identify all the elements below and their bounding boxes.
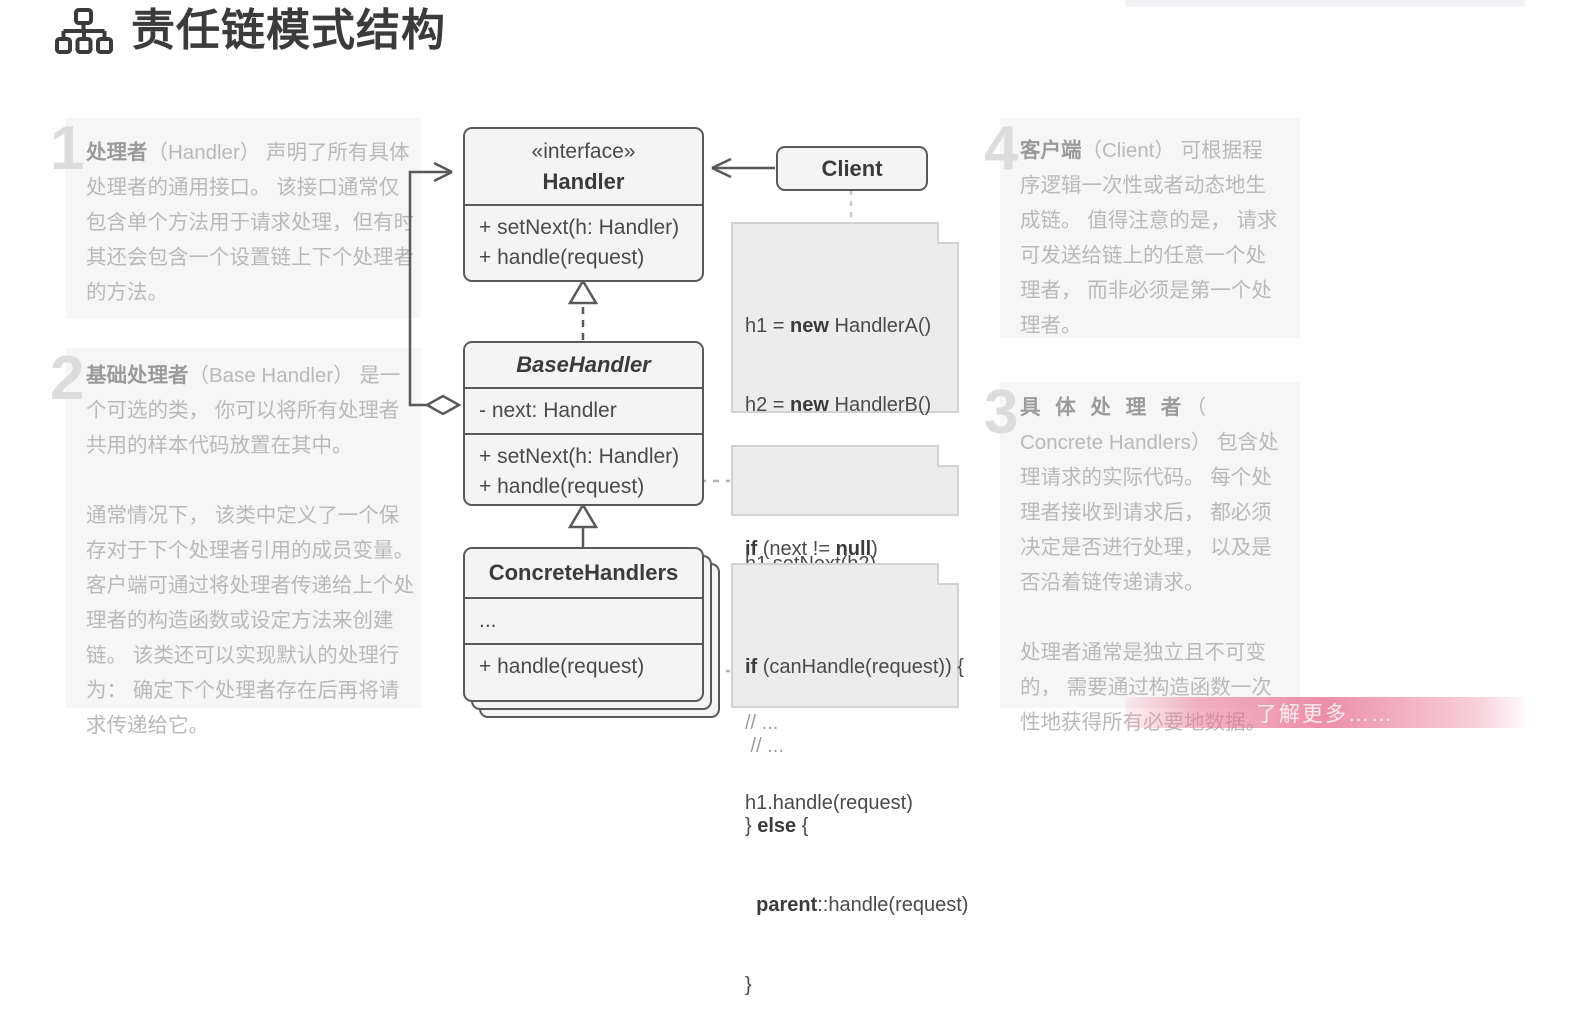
basehandler-attributes: - next: Handler	[465, 389, 702, 435]
explanation-term-3: 具 体 处 理 者	[1020, 396, 1186, 419]
handler-title: «interface» Handler	[465, 129, 702, 206]
basehandler-title: BaseHandler	[465, 343, 702, 389]
explanation-term-4: 客户端	[1020, 139, 1082, 162]
explanation-english-2: （Base Handler）	[188, 364, 354, 387]
handler-operation-setnext: + setNext(h: Handler)	[479, 216, 680, 239]
explanation-term-2: 基础处理者	[86, 364, 189, 387]
concretehandlers-operations: + handle(request)	[465, 645, 702, 689]
concretehandlers-code-line-1: // ...	[745, 735, 784, 757]
uml-class-concretehandlers[interactable]: ConcreteHandlers ... + handle(request)	[463, 547, 704, 702]
explanation-para-1-0: 声明了所有具体处理者的通用接口。 该接口通常仅包含单个方法用于请求处理，但有时其…	[86, 141, 414, 304]
code-note-concretehandlers: if (canHandle(request)) { // ... } else …	[731, 563, 968, 996]
explanation-panel-4	[1000, 118, 1300, 338]
concretehandlers-title: ConcreteHandlers	[465, 549, 702, 599]
concretehandlers-operation-handle: + handle(request)	[479, 655, 645, 678]
handler-operation-handle: + handle(request)	[479, 246, 645, 269]
client-code-line-1: h2 = new HandlerB()	[745, 394, 932, 416]
explanation-para-4-0: 可根据程序逻辑一次性或者动态地生成链。 值得注意的是， 请求可发送给链上的任意一…	[1020, 139, 1278, 337]
explanation-term-1: 处理者	[86, 141, 148, 164]
explanation-number-1: 1	[50, 114, 85, 183]
explanation-number-4: 4	[984, 114, 1019, 183]
code-note-client: h1 = new HandlerA() h2 = new HandlerB() …	[731, 222, 959, 814]
basehandler-operation-setnext: + setNext(h: Handler)	[479, 445, 680, 468]
handler-stereotype: «interface»	[531, 140, 636, 163]
concretehandlers-attribute-ellipsis: ...	[479, 609, 497, 632]
explanation-para-3-0: 包含处理请求的实际代码。 每个处理者接收到请求后， 都必须决定是否进行处理， 以…	[1020, 431, 1279, 594]
page-title: 责任链模式结构	[131, 6, 446, 55]
client-name: Client	[821, 155, 883, 181]
concretehandlers-attributes: ...	[465, 599, 702, 645]
relationship-association	[711, 157, 775, 179]
explanation-text-1: 处理者（Handler） 声明了所有具体处理者的通用接口。 该接口通常仅包含单个…	[86, 135, 416, 310]
concretehandlers-code-line-4: }	[745, 973, 752, 996]
watermark-banner: 了解更多……	[1125, 697, 1525, 728]
explanation-english-1: （Handler）	[147, 141, 261, 164]
explanation-text-2: 基础处理者（Base Handler） 是一个可选的类， 你可以将所有处理者共用…	[86, 358, 416, 743]
basehandler-name: BaseHandler	[516, 352, 651, 377]
note-fold-icon	[937, 563, 959, 585]
hierarchy-icon	[55, 8, 113, 54]
code-note-basehandler: if (next != null) next.handle(request)	[731, 445, 959, 639]
relationship-inheritance	[567, 502, 599, 548]
top-edge-strip	[1125, 0, 1525, 7]
explanation-panel-1	[66, 118, 421, 318]
concretehandlers-name: ConcreteHandlers	[488, 560, 679, 585]
watermark-text: 了解更多……	[1256, 702, 1394, 726]
explanation-english-3: （ Concrete Handlers）	[1020, 396, 1212, 454]
basehandler-operations: + setNext(h: Handler) + handle(request)	[465, 435, 702, 504]
basehandler-attribute-next: - next: Handler	[479, 399, 617, 422]
handler-name: Handler	[542, 169, 625, 194]
explanation-para-2-0: 是一个可选的类， 你可以将所有处理者共用的样本代码放置在其中。	[86, 364, 401, 457]
uml-class-client[interactable]: Client	[776, 146, 928, 191]
explanation-number-3: 3	[984, 378, 1019, 447]
relationship-realization	[567, 278, 599, 340]
explanation-text-3: 具 体 处 理 者（ Concrete Handlers） 包含处理请求的实际代…	[1020, 390, 1282, 740]
concretehandlers-code-line-2: } else {	[745, 814, 809, 837]
uml-class-basehandler[interactable]: BaseHandler - next: Handler + setNext(h:…	[463, 341, 704, 506]
explanation-english-4: （Client）	[1081, 139, 1175, 162]
note-fold-icon	[937, 445, 959, 467]
handler-operations: + setNext(h: Handler) + handle(request)	[465, 206, 702, 280]
explanation-panel-2	[66, 348, 421, 708]
concretehandlers-code-line-0: if (canHandle(request)) {	[745, 655, 964, 678]
basehandler-code-line-0: if (next != null)	[745, 537, 878, 560]
client-title: Client	[821, 154, 882, 184]
uml-class-handler[interactable]: «interface» Handler + setNext(h: Handler…	[463, 127, 704, 282]
concretehandlers-code-line-3: parent::handle(request)	[756, 894, 969, 916]
page-header: 责任链模式结构	[55, 8, 446, 54]
explanation-para-2-1: 通常情况下， 该类中定义了一个保存对于下个处理者引用的成员变量。 客户端可通过将…	[86, 504, 414, 737]
note-fold-icon	[937, 222, 959, 244]
explanation-number-2: 2	[50, 344, 85, 413]
explanation-panel-3	[1000, 382, 1300, 708]
client-code-line-0: h1 = new HandlerA()	[745, 314, 932, 337]
basehandler-operation-handle: + handle(request)	[479, 475, 645, 498]
explanation-text-4: 客户端（Client） 可根据程序逻辑一次性或者动态地生成链。 值得注意的是， …	[1020, 133, 1282, 343]
